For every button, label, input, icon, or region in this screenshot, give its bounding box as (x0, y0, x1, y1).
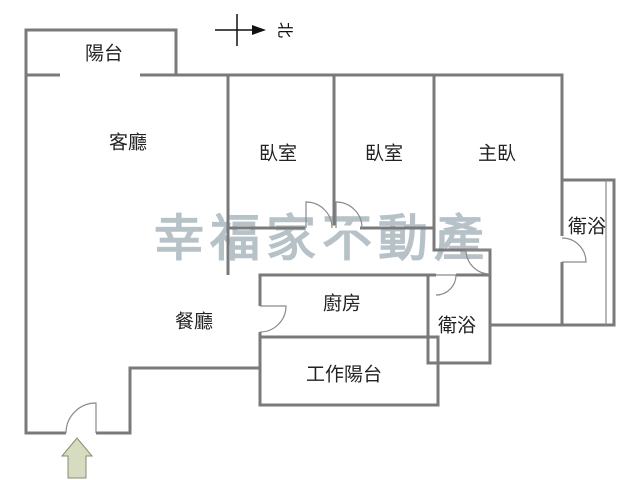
bathroom-middle-outline (426, 273, 492, 365)
bedroom-1-door (305, 201, 333, 229)
utility-balcony-outline (258, 335, 440, 407)
compass: 北 (215, 14, 295, 46)
room-label-bedroom-2: 臥室 (365, 143, 403, 165)
bathroom-right-outline (562, 178, 616, 327)
room-label-bedroom-1: 臥室 (259, 143, 297, 165)
wall-bedroom-bottom (228, 226, 492, 275)
north-wall (26, 73, 564, 327)
bathroom-middle-door (435, 274, 457, 296)
watermark: 幸福家不動產 (154, 210, 490, 268)
outer-wall (24, 75, 260, 435)
master-door (465, 249, 491, 275)
room-label-utility-balcony: 工作陽台 (306, 364, 382, 386)
kitchen-door (259, 305, 287, 333)
room-label-master-bedroom: 主臥 (478, 143, 516, 165)
entrance-door (65, 402, 97, 434)
room-label-bathroom-right: 衛浴 (568, 216, 606, 238)
room-label-kitchen: 廚房 (323, 292, 361, 315)
room-label-living-room: 客廳 (109, 132, 147, 154)
north-label: 北 (276, 22, 295, 38)
bedroom-2-door (335, 201, 363, 229)
room-label-bathroom-middle: 衛浴 (438, 315, 476, 337)
north-arrow-icon (252, 25, 266, 35)
room-label-dining-room: 餐廳 (175, 311, 213, 333)
bathroom-right-door (561, 237, 587, 263)
entrance-arrow-icon (60, 437, 94, 479)
room-label-balcony: 陽台 (85, 43, 123, 65)
